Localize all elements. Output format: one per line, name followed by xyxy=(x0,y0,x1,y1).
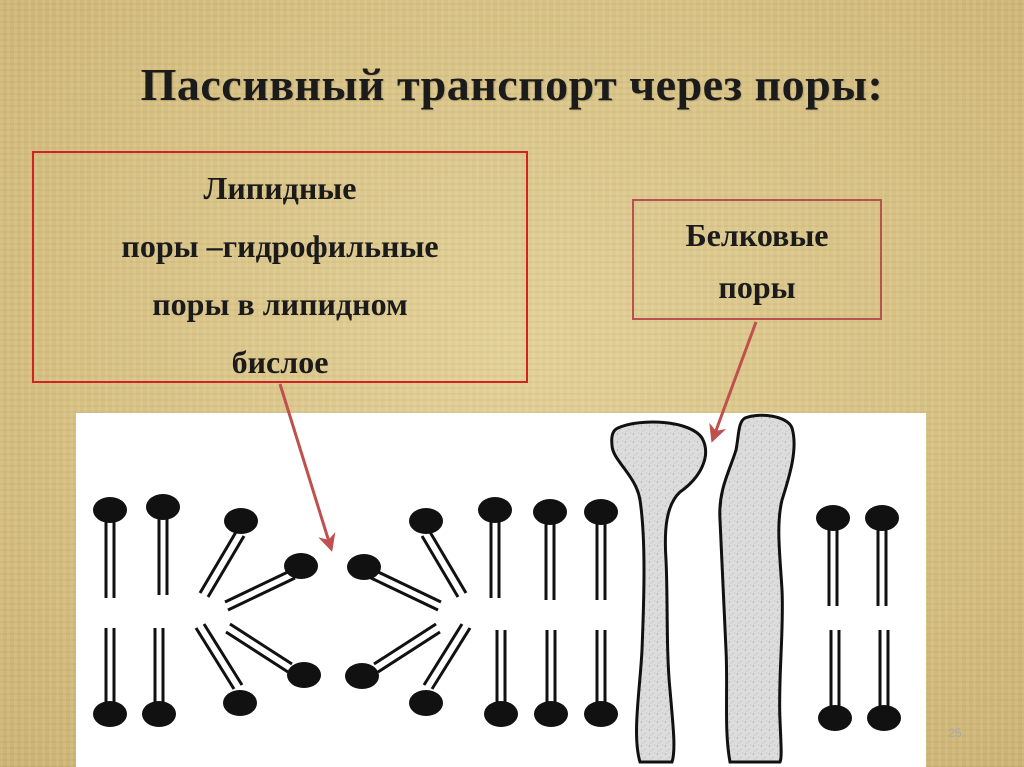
protein-subunit-right xyxy=(718,413,796,764)
lipid-molecule xyxy=(484,630,518,727)
lipid-molecule xyxy=(867,630,901,731)
lipid-pores-line-3: поры в липидном xyxy=(152,286,408,322)
lipid-molecule xyxy=(225,622,321,688)
protein-pores-line-1: Белковые xyxy=(685,217,829,253)
protein-pores-line-2: поры xyxy=(718,269,796,305)
protein-pores-label-box: Белковые поры xyxy=(632,199,882,320)
protein-subunit-left xyxy=(610,420,708,764)
lipid-molecule xyxy=(409,508,468,598)
lipid-pores-label-box: Липидные поры –гидрофильные поры в липид… xyxy=(32,151,528,383)
lipid-molecule xyxy=(198,508,258,598)
lipid-molecule xyxy=(347,554,442,612)
lipid-molecule xyxy=(224,553,318,612)
upper-lipid-layer xyxy=(93,494,899,606)
protein-pore xyxy=(610,413,796,764)
lipid-molecule xyxy=(409,623,472,716)
lipid-molecule xyxy=(584,499,618,600)
lower-lipid-layer xyxy=(93,628,901,731)
slide-number: 25 xyxy=(948,726,962,740)
lipid-molecule xyxy=(533,499,567,600)
lipid-pores-arrow xyxy=(278,383,336,552)
lipid-molecule xyxy=(345,622,441,689)
lipid-pores-line-2: поры –гидрофильные xyxy=(121,228,439,264)
lipid-molecule xyxy=(816,505,850,606)
lipid-molecule xyxy=(865,505,899,606)
lipid-molecule xyxy=(818,630,852,731)
lipid-molecule xyxy=(93,628,127,727)
protein-pores-arrow xyxy=(709,321,758,443)
lipid-molecule xyxy=(584,630,618,727)
lipid-molecule xyxy=(534,630,568,727)
slide-title: Пассивный транспорт через поры: xyxy=(140,59,884,110)
lipid-molecule xyxy=(146,494,180,595)
lipid-pores-line-1: Липидные xyxy=(203,170,357,206)
lipid-molecule xyxy=(194,623,257,716)
lipid-molecule xyxy=(478,497,512,598)
lipid-molecule xyxy=(142,628,176,727)
lipid-molecule xyxy=(93,497,127,598)
lipid-pore-tilted-lipids xyxy=(194,508,472,716)
lipid-pores-line-4: бислое xyxy=(231,344,329,380)
